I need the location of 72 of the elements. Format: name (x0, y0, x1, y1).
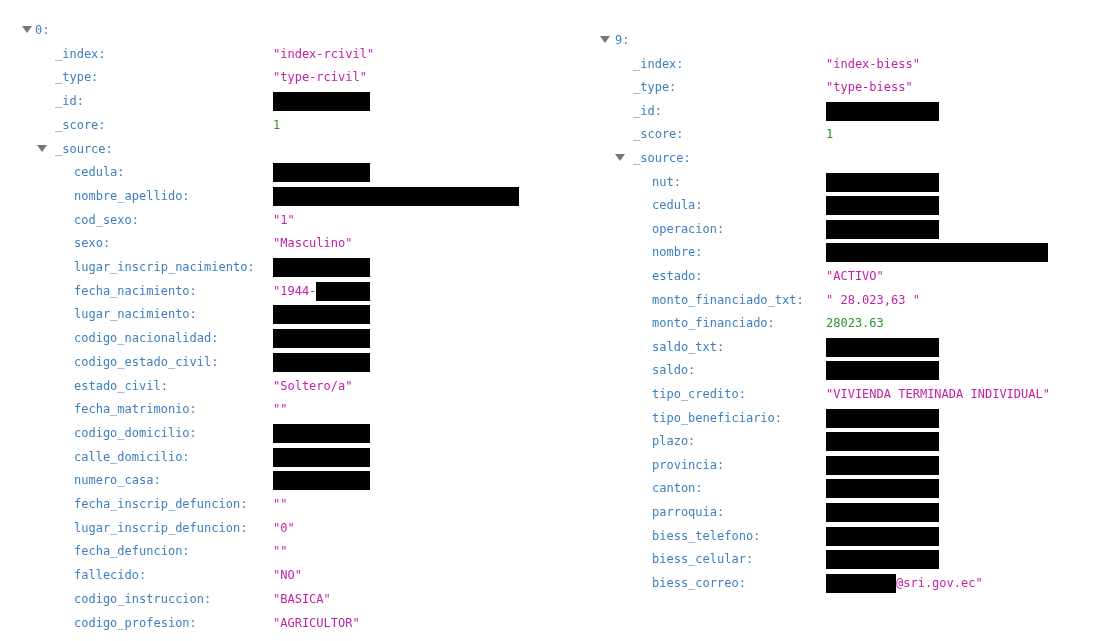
string-value: "type-biess" (826, 79, 913, 96)
json-key: fecha_defuncion: (74, 543, 190, 560)
string-value: "type-rcivil" (273, 69, 367, 86)
string-value: "" (273, 401, 288, 418)
json-key: biess_telefono: (652, 527, 761, 544)
json-key: cedula: (74, 164, 125, 181)
string-value: " 28.023,63 " (826, 291, 920, 308)
object-index-key: 0: (35, 22, 50, 38)
string-value: @sri.gov.ec" (896, 574, 983, 591)
json-key: codigo_profesion: (74, 614, 197, 631)
json-key: cedula: (652, 197, 703, 214)
json-key: tipo_beneficiario: (652, 409, 783, 426)
string-value: "0" (273, 519, 295, 536)
json-key: fallecido: (74, 567, 147, 584)
json-key: monto_financiado_txt: (652, 291, 804, 308)
number-value: 1 (273, 116, 281, 133)
string-value: "ACTIVO" (826, 268, 884, 284)
json-key: parroquia: (652, 504, 725, 520)
json-key: tipo_credito: (652, 386, 746, 402)
json-key: cod_sexo: (74, 211, 140, 228)
json-key: codigo_estado_civil: (74, 353, 219, 370)
json-key: operacion: (652, 220, 725, 237)
json-key: codigo_domicilio: (74, 424, 197, 441)
json-key: fecha_inscrip_defuncion: (74, 496, 248, 512)
json-key: saldo_txt: (652, 338, 725, 355)
string-value: "BASICA" (273, 590, 331, 607)
string-value: "VIVIENDA TERMINADA INDIVIDUAL" (826, 386, 1050, 402)
json-key: biess_correo: (652, 574, 746, 591)
json-key: fecha_nacimiento: (74, 282, 197, 299)
json-key: codigo_instruccion: (74, 590, 212, 607)
json-key: _id: (55, 93, 84, 110)
json-key: _score: (633, 126, 684, 143)
json-key: lugar_inscrip_defuncion: (74, 519, 248, 536)
json-key: fecha_matrimonio: (74, 401, 197, 418)
json-key: provincia: (652, 456, 725, 473)
string-value: "" (273, 496, 288, 512)
json-key: _index: (55, 45, 106, 62)
json-key: _score: (55, 116, 106, 133)
json-key: nombre: (652, 244, 703, 261)
json-key: _index: (633, 55, 684, 72)
json-key: lugar_nacimiento: (74, 306, 197, 323)
json-key: codigo_nacionalidad: (74, 330, 219, 347)
json-key: nut: (652, 173, 681, 190)
json-key: plazo: (652, 433, 696, 450)
string-value: "index-biess" (826, 55, 920, 72)
json-key: nombre_apellido: (74, 187, 190, 204)
object-index-key: 9: (615, 32, 630, 48)
json-key: estado_civil: (74, 377, 168, 394)
json-key: saldo: (652, 362, 696, 379)
json-key: biess_celular: (652, 551, 754, 568)
number-value: 1 (826, 126, 834, 143)
json-key: canton: (652, 480, 703, 497)
number-value: 28023.63 (826, 315, 884, 332)
json-key: _type: (633, 79, 677, 96)
json-key: _id: (633, 102, 662, 119)
string-value: "Soltero/a" (273, 377, 353, 394)
json-key: _source: (633, 150, 691, 166)
string-value: "" (273, 543, 288, 560)
json-key: numero_casa: (74, 472, 161, 489)
json-key: calle_domicilio: (74, 448, 190, 465)
json-key: lugar_inscrip_nacimiento: (74, 259, 255, 275)
json-key: _source: (55, 140, 113, 157)
json-key: _type: (55, 69, 99, 86)
json-key: estado: (652, 268, 703, 284)
string-value: "index-rcivil" (273, 45, 375, 62)
string-value: "AGRICULTOR" (273, 614, 360, 631)
string-value: "Masculino" (273, 235, 353, 252)
json-key: monto_financiado: (652, 315, 775, 332)
string-value: "1" (273, 211, 295, 228)
string-value: "NO" (273, 567, 302, 584)
json-key: sexo: (74, 235, 111, 252)
string-value: "1944- (273, 282, 317, 299)
